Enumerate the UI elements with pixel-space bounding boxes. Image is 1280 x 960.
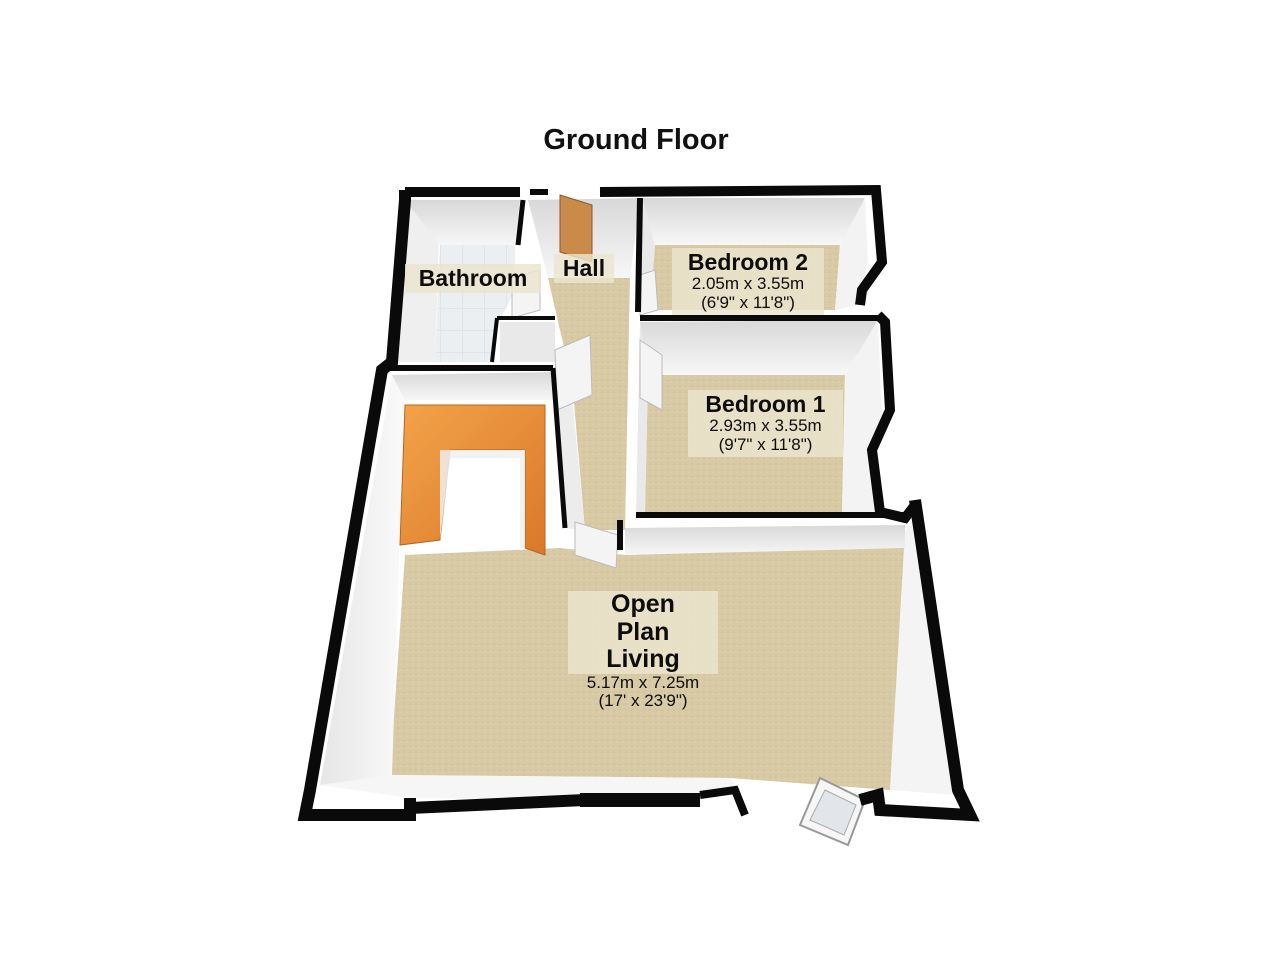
wall-face — [835, 198, 868, 310]
room-dimensions-metric: 5.17m x 7.25m — [586, 672, 700, 692]
room-dimensions-imperial: (9'7" x 11'8") — [718, 434, 813, 454]
room-name: Bathroom — [418, 265, 528, 291]
wall-face — [553, 372, 585, 530]
wall-face — [625, 525, 905, 555]
room-dimensions-metric: 2.93m x 3.55m — [709, 416, 822, 436]
kitchen-units — [440, 450, 525, 548]
floor-title: Ground Floor — [543, 124, 729, 156]
door — [639, 269, 659, 316]
wall-face — [890, 525, 955, 795]
room-label-bathroom: Bathroom — [405, 264, 541, 294]
room-dimensions-imperial: (6'9" x 11'8") — [701, 292, 795, 312]
front-door — [559, 194, 593, 263]
patio-door-glass — [809, 789, 857, 836]
door — [639, 339, 663, 411]
inner-walls — [385, 197, 910, 550]
wall-face — [392, 372, 555, 400]
cupboard — [500, 322, 555, 362]
room-name: Bedroom 1 — [705, 391, 826, 417]
hall-floor — [548, 278, 630, 530]
wall-face — [640, 320, 878, 375]
room-name: Bedroom 2 — [687, 249, 809, 275]
room-label-open-plan-living: Open Plan Living 5.17m x 7.25m (17' x 23… — [566, 589, 720, 714]
wall-face — [405, 200, 520, 245]
room-dimensions-metric: 2.05m x 3.55m — [691, 274, 805, 294]
room-label-bedroom-1: Bedroom 1 2.93m x 3.55m (9'7" x 11'8") — [688, 390, 843, 457]
wall-face — [642, 198, 865, 245]
room-label-hall: Hall — [554, 254, 614, 284]
room-dimensions-imperial: (17' x 23'9") — [598, 691, 688, 711]
room-name-line: Living — [606, 645, 680, 673]
room-name-line: Plan — [616, 617, 670, 646]
room-name: Hall — [562, 255, 606, 281]
room-label-bedroom-2: Bedroom 2 2.05m x 3.55m (6'9" x 11'8") — [672, 248, 824, 315]
door — [574, 521, 619, 569]
outer-walls — [297, 184, 980, 822]
wall-face — [320, 375, 405, 785]
room-name-line: Open — [611, 590, 675, 618]
